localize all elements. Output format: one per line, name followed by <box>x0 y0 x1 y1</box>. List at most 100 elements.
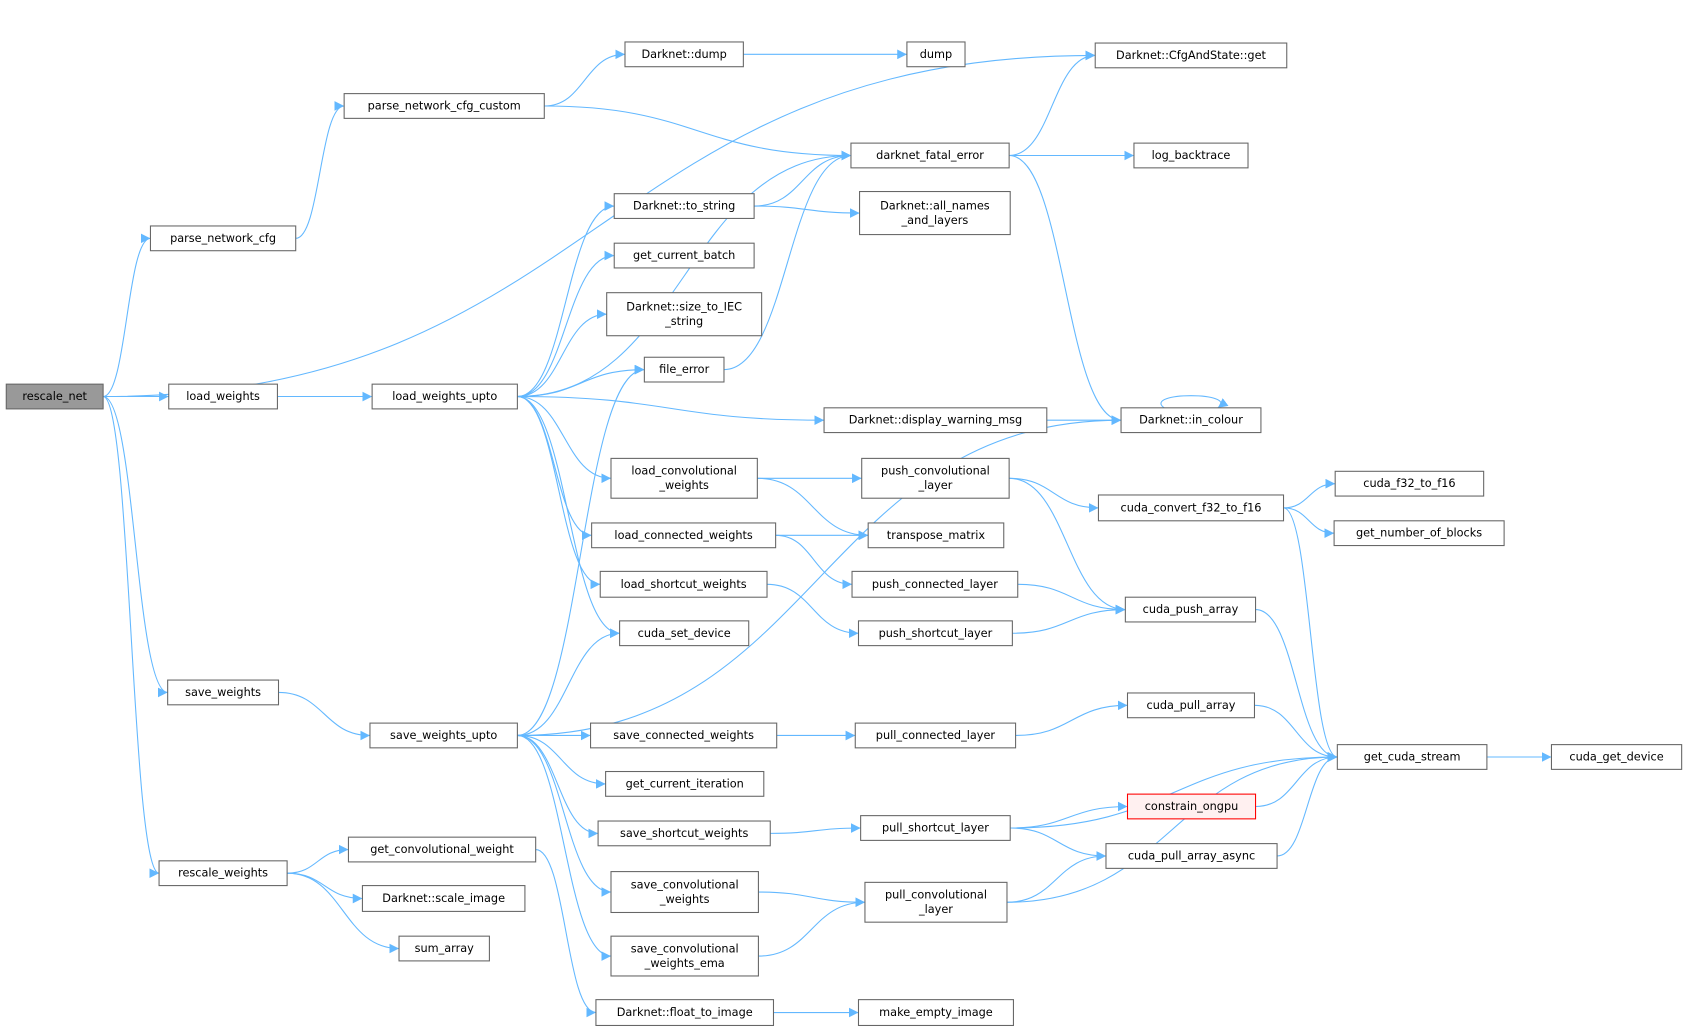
edge-darknet-fatal-error-to-darknet-cfgandstate-get <box>1009 50 1096 157</box>
node-label: cuda_get_device <box>1569 751 1663 764</box>
node-darknet-to-string[interactable]: Darknet::to_string <box>613 193 755 219</box>
node-box <box>610 457 758 499</box>
node-push-shortcut-layer[interactable]: push_shortcut_layer <box>857 620 1013 647</box>
edges <box>102 49 1552 1018</box>
node-save-convolutional-weights[interactable]: save_convolutional_weights <box>610 871 759 914</box>
node-box <box>851 570 1019 598</box>
node-push-connected-layer[interactable]: push_connected_layer <box>851 570 1019 598</box>
node-box <box>823 407 1048 434</box>
node-push-convolutional-layer[interactable]: push_convolutional_layer <box>861 457 1010 499</box>
node-cuda-get-device[interactable]: cuda_get_device <box>1550 744 1683 770</box>
node-cuda-convert-f32-to-f16[interactable]: cuda_convert_f32_to_f16 <box>1097 494 1285 522</box>
node-get-convolutional-weight[interactable]: get_convolutional_weight <box>347 836 537 863</box>
node-box <box>149 225 297 252</box>
node-dump[interactable]: dump <box>906 41 966 68</box>
node-sum-array[interactable]: sum_array <box>398 935 490 962</box>
node-load-connected-weights[interactable]: load_connected_weights <box>591 522 777 549</box>
node-cuda-f32-to-f16[interactable]: cuda_f32_to_f16 <box>1334 470 1485 497</box>
edge-darknet-fatal-error-to-darknet-in-colour <box>1009 154 1122 425</box>
node-save-connected-weights[interactable]: save_connected_weights <box>590 722 778 749</box>
edge-load-weights-upto-to-darknet-display-warning-msg <box>517 395 825 426</box>
edge-save-weights-to-save-weights-upto <box>278 691 370 741</box>
node-label: darknet_fatal_error <box>876 149 984 162</box>
node-box <box>1094 42 1288 69</box>
edge-save-weights-upto-to-file-error <box>517 364 645 737</box>
node-cuda-push-array[interactable]: cuda_push_array <box>1124 596 1257 623</box>
node-save-shortcut-weights[interactable]: save_shortcut_weights <box>597 820 771 847</box>
node-rescale-weights[interactable]: rescale_weights <box>158 860 288 887</box>
node-box <box>867 522 1005 549</box>
node-box <box>859 190 1011 236</box>
node-pull-convolutional-layer[interactable]: pull_convolutional_layer <box>864 881 1008 923</box>
node-label: Darknet::scale_image <box>382 892 505 905</box>
node-label: save_shortcut_weights <box>620 827 748 840</box>
node-load-convolutional-weights[interactable]: load_convolutional_weights <box>610 457 758 499</box>
node-pull-connected-layer[interactable]: pull_connected_layer <box>854 722 1017 749</box>
node-box <box>5 383 104 410</box>
edge-load-convolutional-weights-to-transpose-matrix <box>757 477 869 541</box>
node-load-shortcut-weights[interactable]: load_shortcut_weights <box>599 570 768 598</box>
node-label: get_number_of_blocks <box>1356 527 1482 540</box>
node-get-current-batch[interactable]: get_current_batch <box>613 242 755 269</box>
node-box <box>1333 520 1505 547</box>
node-box <box>597 820 771 847</box>
node-cuda-set-device[interactable]: cuda_set_device <box>619 620 750 647</box>
node-get-cuda-stream[interactable]: get_cuda_stream <box>1336 744 1488 770</box>
edge-rescale-net-to-rescale-weights <box>102 395 160 878</box>
node-box <box>361 885 526 912</box>
node-darknet-float-to-image[interactable]: Darknet::float_to_image <box>595 999 775 1027</box>
edge-load-shortcut-weights-to-push-shortcut-layer <box>767 583 859 639</box>
node-save-weights[interactable]: save_weights <box>167 679 280 706</box>
node-label: constrain_ongpu <box>1145 800 1239 813</box>
node-cuda-pull-array-async[interactable]: cuda_pull_array_async <box>1105 843 1278 869</box>
node-box <box>1105 843 1278 869</box>
node-label: Darknet::display_warning_msg <box>849 414 1022 427</box>
node-rescale-net[interactable]: rescale_net <box>5 383 104 410</box>
node-darknet-display-warning-msg[interactable]: Darknet::display_warning_msg <box>823 407 1048 434</box>
edge-cuda-push-array-to-get-cuda-stream <box>1255 609 1338 762</box>
edge-load-weights-upto-to-cuda-set-device <box>517 395 620 639</box>
node-load-weights[interactable]: load_weights <box>168 383 278 410</box>
node-parse-network-cfg[interactable]: parse_network_cfg <box>149 225 297 252</box>
node-darknet-size-to-iec-string[interactable]: Darknet::size_to_IEC_string <box>606 292 763 337</box>
node-box <box>857 620 1013 647</box>
node-darknet-in-colour[interactable]: Darknet::in_colour <box>1120 407 1262 434</box>
node-constrain-ongpu[interactable]: constrain_ongpu <box>1126 793 1257 820</box>
node-label: save_weights <box>185 686 261 699</box>
node-make-empty-image[interactable]: make_empty_image <box>857 999 1014 1027</box>
nodes: rescale_net load_weights load_weights_upto… <box>5 41 1683 1027</box>
edge-cuda-pull-array-async-to-get-cuda-stream <box>1277 752 1338 857</box>
edge-cuda-convert-f32-to-f16-to-get-number-of-blocks <box>1283 507 1335 539</box>
node-box <box>610 871 759 914</box>
node-label: get_convolutional_weight <box>370 843 514 856</box>
node-transpose-matrix[interactable]: transpose_matrix <box>867 522 1005 549</box>
node-darknet-fatal-error[interactable]: darknet_fatal_error <box>850 142 1010 169</box>
edge-file-error-to-darknet-fatal-error <box>723 150 851 371</box>
node-box <box>861 457 1010 499</box>
node-box <box>590 722 778 749</box>
node-pull-shortcut-layer[interactable]: pull_shortcut_layer <box>860 815 1011 841</box>
node-darknet-all-names-and-layers[interactable]: Darknet::all_names_and_layers <box>859 190 1011 236</box>
node-label: load_weights <box>186 390 260 403</box>
node-get-number-of-blocks[interactable]: get_number_of_blocks <box>1333 520 1505 547</box>
node-label: Darknet::size_to_IEC <box>626 300 742 313</box>
node-label: make_empty_image <box>879 1006 993 1019</box>
node-parse-network-cfg-custom[interactable]: parse_network_cfg_custom <box>343 93 545 119</box>
edge-push-convolutional-layer-to-cuda-convert-f32-to-f16 <box>1009 477 1099 513</box>
node-get-current-iteration[interactable]: get_current_iteration <box>605 770 765 797</box>
node-save-weights-upto[interactable]: save_weights_upto <box>369 722 518 749</box>
node-label: push_shortcut_layer <box>879 627 993 640</box>
edge-cuda-pull-array-to-get-cuda-stream <box>1254 704 1338 762</box>
node-box <box>610 935 759 977</box>
node-darknet-cfgandstate-get[interactable]: Darknet::CfgAndState::get <box>1094 42 1288 69</box>
edge-save-shortcut-weights-to-pull-shortcut-layer <box>770 823 861 834</box>
node-box <box>1550 744 1683 770</box>
node-label: save_weights_upto <box>390 729 497 742</box>
node-darknet-scale-image[interactable]: Darknet::scale_image <box>361 885 526 912</box>
node-cuda-pull-array[interactable]: cuda_pull_array <box>1126 692 1256 719</box>
node-file-error[interactable]: file_error <box>643 356 725 383</box>
node-load-weights-upto[interactable]: load_weights_upto <box>371 383 518 410</box>
node-save-convolutional-weights-ema[interactable]: save_convolutional_weights_ema <box>610 935 759 977</box>
node-log-backtrace[interactable]: log_backtrace <box>1133 142 1249 169</box>
node-darknet-dump[interactable]: Darknet::dump <box>624 41 744 68</box>
